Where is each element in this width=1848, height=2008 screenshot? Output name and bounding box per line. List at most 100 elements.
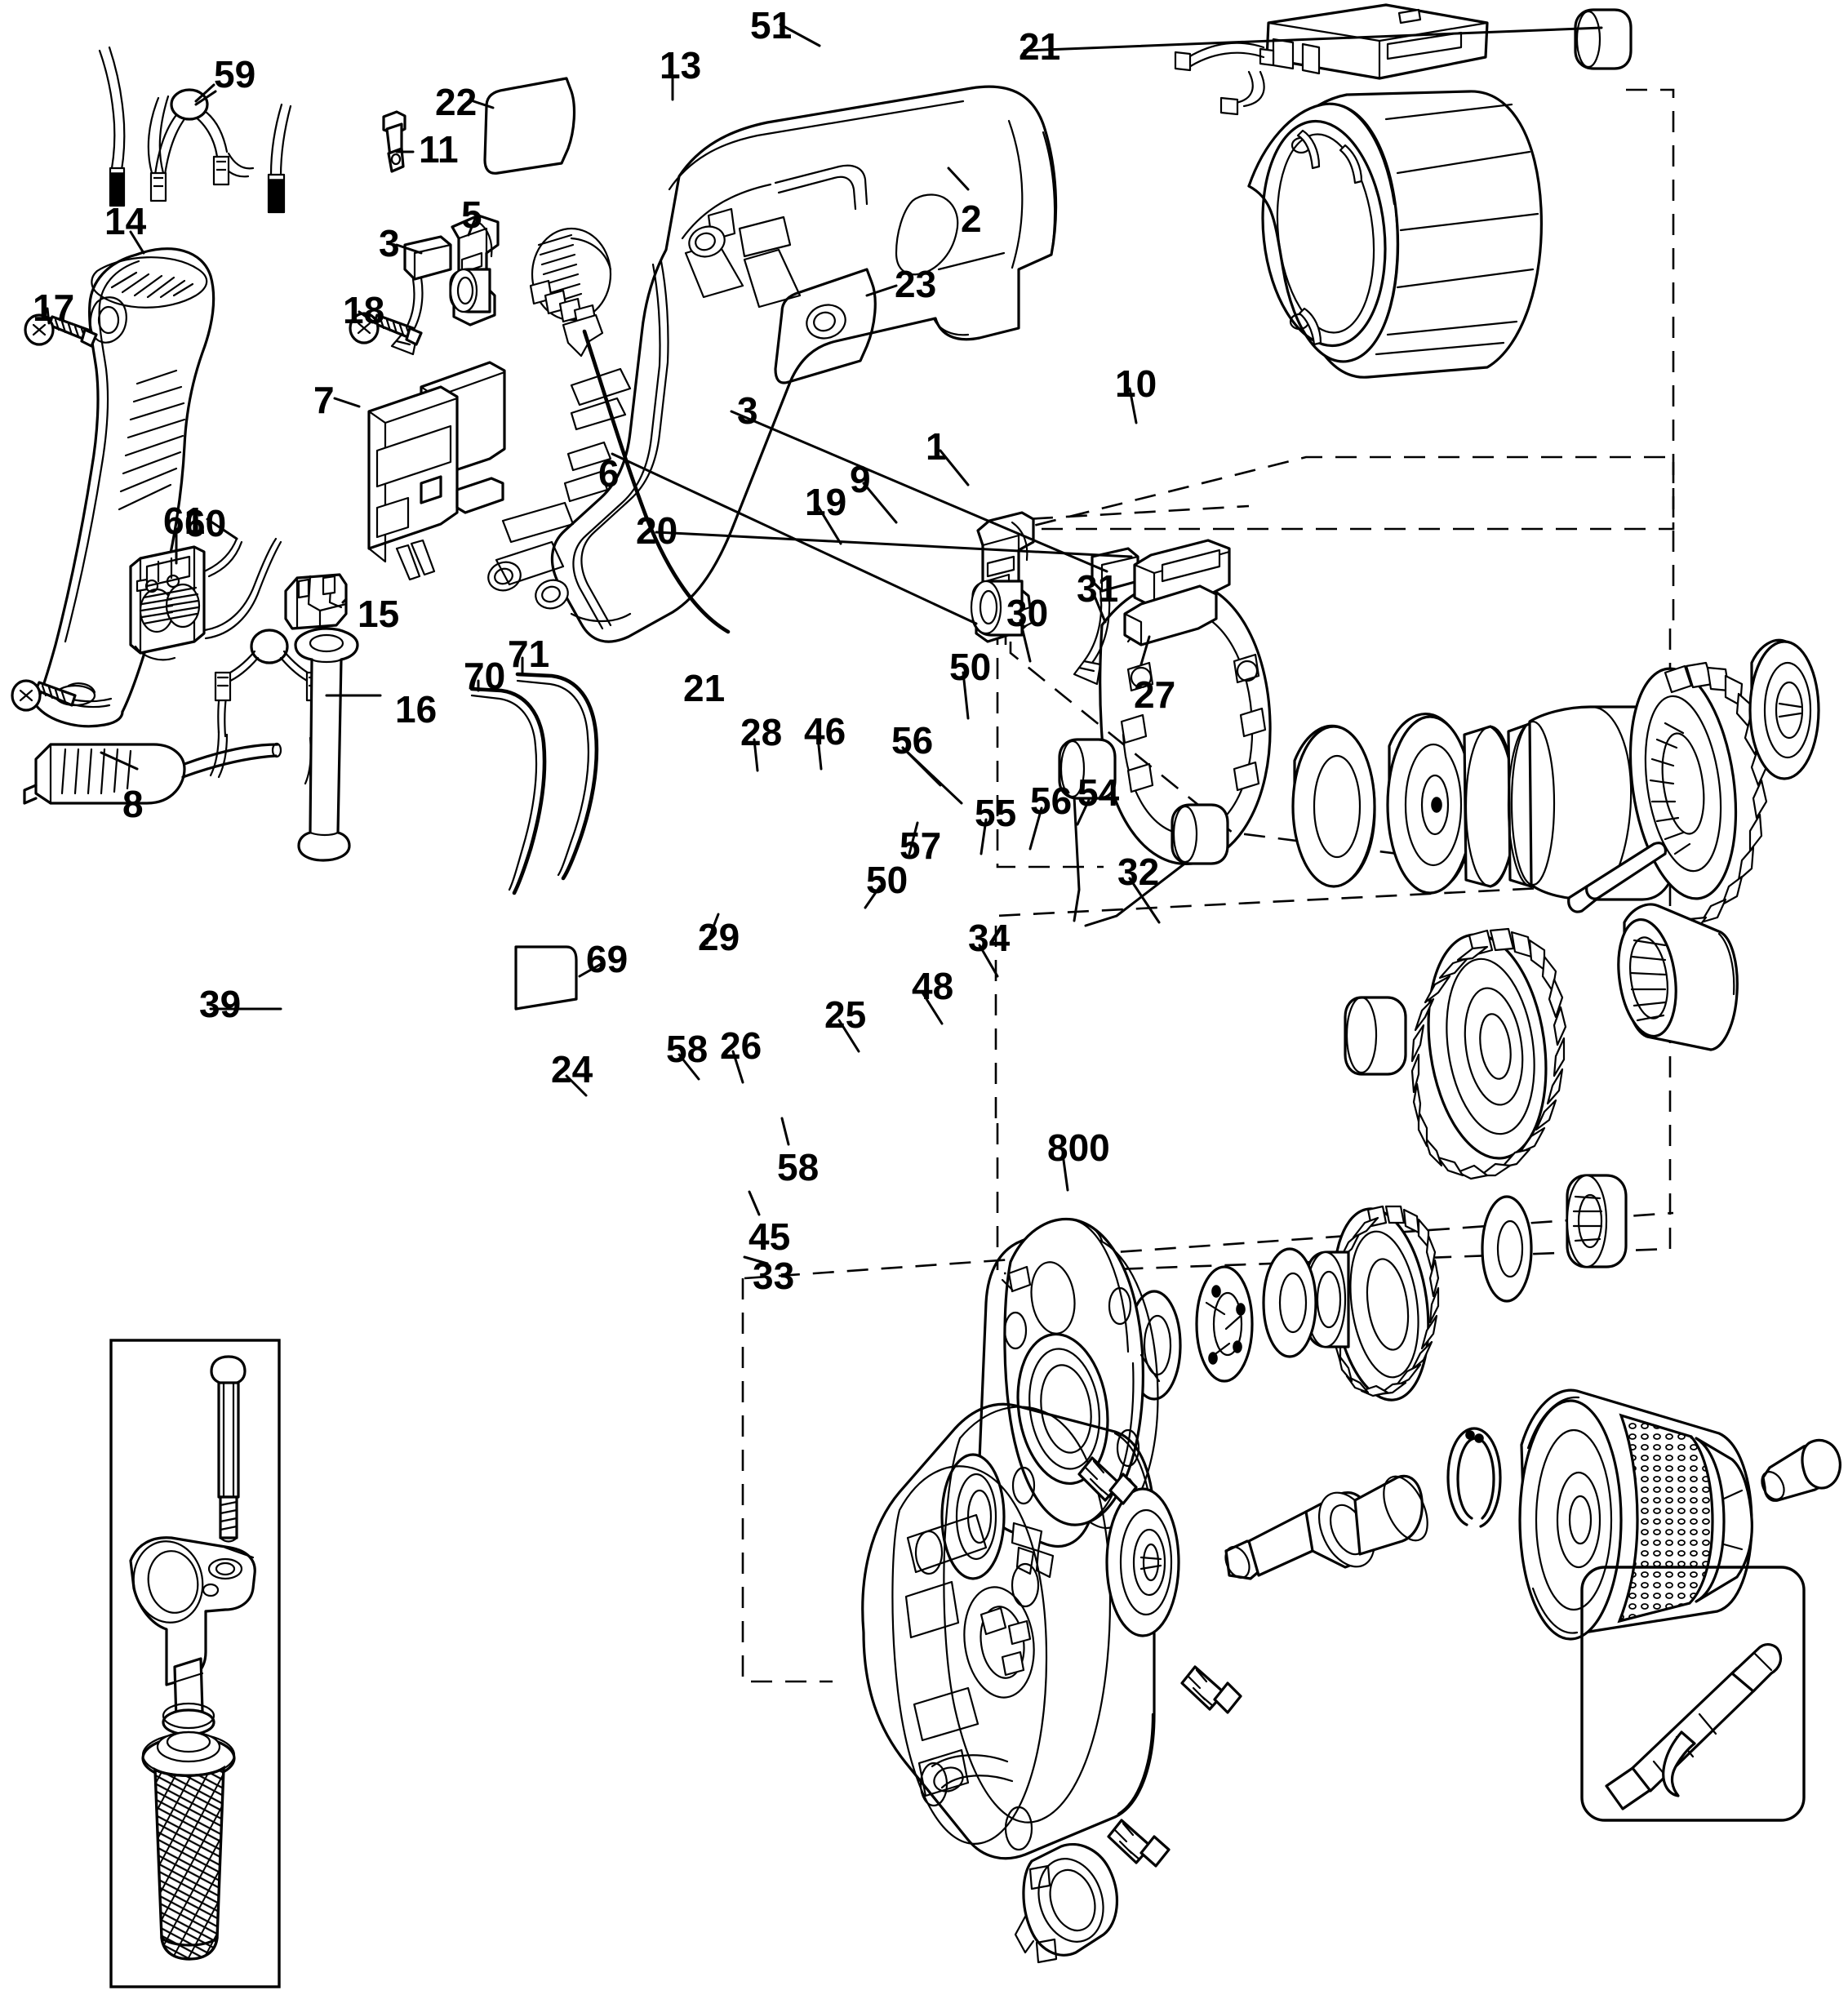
callout-16-depth-rod: 16 — [395, 688, 438, 731]
callout-15-depth-rod-clamp: 15 — [358, 593, 400, 635]
part-thrust-washer-mid — [1262, 1247, 1317, 1358]
part-spindle-gear — [1304, 1205, 1440, 1402]
callout-9-commutator-insulator: 9 — [850, 458, 871, 500]
part-armature-shaft-bolt — [382, 110, 406, 173]
callout-7-trigger-switch-module: 7 — [313, 379, 335, 421]
callout-11-armature-shaft-bolt: 11 — [419, 128, 459, 171]
part-clamshell-housing — [487, 85, 1058, 643]
part-front-housing-clamshell — [861, 1402, 1156, 1860]
callout-26-spindle-ball-bearing: 26 — [720, 1024, 762, 1067]
part-depth-rod — [294, 627, 359, 862]
part-bearing-sleeve-upper — [1344, 996, 1407, 1076]
callout-58-screw-gearcase-lower: 58 — [777, 1146, 820, 1188]
callout-10-ball-bearing-armature: 10 — [1115, 362, 1157, 405]
callout-60-wire-harness-two-lead: 60 — [184, 502, 227, 544]
part-intermediate-gear — [1410, 927, 1567, 1180]
callout-56-thrust-washer: 56 — [891, 719, 934, 762]
callout-56-thrust-washer-2: 56 — [1030, 780, 1073, 822]
part-keyless-chuck — [1518, 1388, 1753, 1641]
callout-21-bushing-sleeve-pair: 21 — [683, 667, 726, 709]
part-bushing-upper — [1574, 8, 1633, 70]
part-roll-pin — [1567, 842, 1667, 913]
part-needle-bearing-spindle — [1566, 1174, 1628, 1268]
callout-30-intermediate-gear: 30 — [1006, 592, 1049, 634]
callout-71-wire-lead-long: 71 — [508, 633, 550, 675]
part-screw-handle — [24, 313, 98, 348]
callout-46-gear-case-gasket: 46 — [804, 710, 846, 753]
part-needle-roller-bearing — [1617, 903, 1739, 1051]
callout-2-field-stator: 2 — [961, 198, 982, 240]
part-wire-lead-short — [469, 686, 547, 895]
part-chuck-retaining-screw — [1761, 1438, 1841, 1502]
callout-70-wire-lead-short: 70 — [464, 655, 506, 697]
part-cord-strain-relief — [1014, 1842, 1119, 1964]
callout-800-service-kit-tool: 800 — [1047, 1126, 1110, 1169]
callout-32-chuck-retaining-screw: 32 — [1117, 851, 1160, 893]
callout-31-roll-pin: 31 — [1077, 567, 1119, 610]
part-side-handle-grip — [34, 247, 215, 728]
part-armature-rotor — [1510, 661, 1768, 942]
callout-22-nameplate-label-left: 22 — [435, 81, 478, 123]
callout-20-brush-ring-assembly: 20 — [636, 509, 678, 552]
part-trigger-switch-module — [367, 361, 506, 581]
part-clutch-plate — [1195, 1265, 1254, 1383]
callout-34-keyless-chuck: 34 — [968, 917, 1011, 959]
part-output-spindle — [1224, 1474, 1428, 1580]
part-warning-label — [514, 945, 578, 1011]
callout-39-side-handle-assembly: 39 — [199, 983, 242, 1025]
callout-59-wire-harness-four-lead: 59 — [214, 53, 256, 96]
callout-48-retaining-ring: 48 — [912, 965, 954, 1007]
callout-3-carbon-brush-lead: 3 — [737, 389, 758, 432]
callout-51-field-terminal-block: 51 — [750, 4, 793, 47]
part-screw-gearcase-upper — [1077, 1456, 1138, 1505]
callout-29-spindle-seal-ring: 29 — [698, 916, 740, 958]
part-screw-depth-stop — [1107, 1819, 1171, 1868]
part-brush-ring-assembly — [1058, 539, 1272, 927]
callout-55-spindle-gear: 55 — [975, 792, 1017, 834]
part-retaining-ring — [1446, 1427, 1502, 1528]
part-depth-rod-clamp — [284, 573, 348, 630]
callout-24-front-housing-clamshell: 24 — [551, 1048, 593, 1091]
callout-33-cord-strain-relief: 33 — [753, 1255, 795, 1297]
callout-69-warning-label: 69 — [586, 938, 629, 980]
part-nameplate-label-left — [483, 77, 576, 175]
part-spindle-ball-bearing — [1105, 1487, 1180, 1637]
callout-5-switch-actuator: 5 — [461, 193, 482, 236]
part-switch-actuator — [449, 214, 500, 327]
part-emi-choke — [129, 537, 282, 661]
callout-13-clamshell-housing: 13 — [660, 44, 702, 87]
part-field-terminal-block — [1174, 3, 1489, 116]
group-side-handle-box — [109, 1339, 281, 1988]
callout-6-brush-holder: 6 — [598, 452, 620, 495]
part-wire-lead-long — [515, 672, 599, 881]
callout-28-gear-case: 28 — [740, 711, 783, 753]
callout-61-emi-suppression-choke: 61 — [163, 500, 206, 542]
part-wire-harness-four-lead — [98, 46, 292, 214]
part-carbon-brush-lower — [1073, 547, 1139, 686]
group-service-tool-box — [1580, 1566, 1806, 1822]
part-screw-gearcase-lower — [1180, 1665, 1242, 1714]
callout-25-output-spindle: 25 — [824, 993, 867, 1036]
part-brush-holder — [970, 511, 1035, 643]
group-boundary-front-housing — [741, 1211, 1674, 1683]
callout-21-bushing-sleeve: 21 — [1019, 25, 1061, 68]
callout-1-armature-rotor: 1 — [926, 425, 947, 468]
part-ball-bearing-armature — [1748, 638, 1820, 780]
callout-57-clutch-plate: 57 — [900, 824, 942, 867]
callout-3-carbon-brush-assembly: 3 — [379, 222, 400, 264]
callout-8-power-cord: 8 — [122, 783, 144, 825]
callout-17-screw-handle: 17 — [33, 287, 75, 329]
callout-19-felt-washer: 19 — [805, 481, 847, 523]
callout-50-needle-bearing-sleeve-2: 50 — [866, 859, 908, 901]
callout-23-nameplate-label-right: 23 — [895, 263, 937, 305]
leader-lines — [46, 23, 1603, 1265]
part-thrust-washer-right — [1481, 1195, 1533, 1303]
callout-14-side-handle-grip: 14 — [104, 200, 147, 242]
callout-45-screw-depth-stop: 45 — [749, 1215, 791, 1258]
callout-58-screw-gearcase-upper: 58 — [666, 1028, 709, 1070]
callout-54-needle-bearing-spindle: 54 — [1077, 771, 1120, 814]
group-boundary-field — [1027, 88, 1675, 531]
part-screw-handle-lower — [11, 679, 77, 712]
